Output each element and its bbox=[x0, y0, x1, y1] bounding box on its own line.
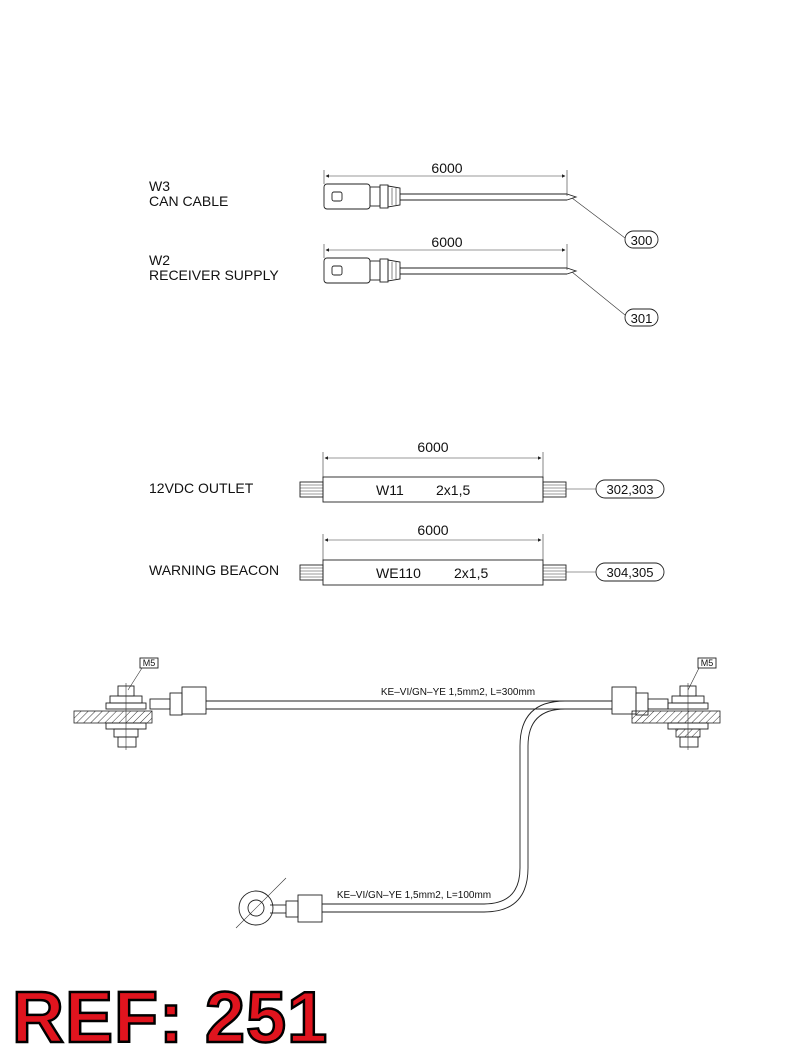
ref-bubble: 301 bbox=[631, 311, 653, 326]
reference-label: REF: 251 bbox=[11, 978, 329, 1058]
bolt-size-label: M5 bbox=[701, 658, 714, 668]
bolt-size-label: M5 bbox=[143, 658, 156, 668]
cable-w2-receiver: W2 RECEIVER SUPPLY 6000 301 bbox=[149, 234, 659, 327]
wire-spec-long: KE–VI/GN–YE 1,5mm2, L=300mm bbox=[381, 687, 535, 698]
cable-code: W3 bbox=[149, 178, 170, 194]
ref-bubble: 300 bbox=[631, 233, 653, 248]
cable-code: WE110 bbox=[376, 565, 421, 581]
cable-12vdc-outlet: 12VDC OUTLET 6000 W11 2x1,5 302,303 bbox=[149, 439, 665, 503]
ref-bubble: 302,303 bbox=[607, 482, 654, 497]
cable-name: 12VDC OUTLET bbox=[149, 480, 254, 496]
dimension-length: 6000 bbox=[417, 439, 448, 455]
ground-wire-assembly: M5 KE–VI/GN–YE 1,5mm2, L=300mm M5 bbox=[73, 657, 721, 929]
cable-name: WARNING BEACON bbox=[149, 562, 279, 578]
cable-w3-can: W3 CAN CABLE 6000 300 bbox=[149, 160, 659, 249]
dimension-length: 6000 bbox=[417, 522, 448, 538]
cable-code: W11 bbox=[376, 482, 404, 498]
cable-code: W2 bbox=[149, 252, 170, 268]
dimension-length: 6000 bbox=[431, 234, 462, 250]
cable-name: CAN CABLE bbox=[149, 193, 228, 209]
ref-bubble: 304,305 bbox=[607, 565, 654, 580]
cable-spec: 2x1,5 bbox=[436, 482, 470, 498]
cable-name: RECEIVER SUPPLY bbox=[149, 267, 279, 283]
bolt-right: M5 bbox=[631, 657, 721, 750]
cable-spec: 2x1,5 bbox=[454, 565, 488, 581]
dimension-length: 6000 bbox=[431, 160, 462, 176]
bolt-left: M5 bbox=[73, 657, 159, 750]
cable-warning-beacon: WARNING BEACON 6000 WE110 2x1,5 304,305 bbox=[149, 522, 665, 586]
wire-spec-short: KE–VI/GN–YE 1,5mm2, L=100mm bbox=[337, 890, 491, 901]
